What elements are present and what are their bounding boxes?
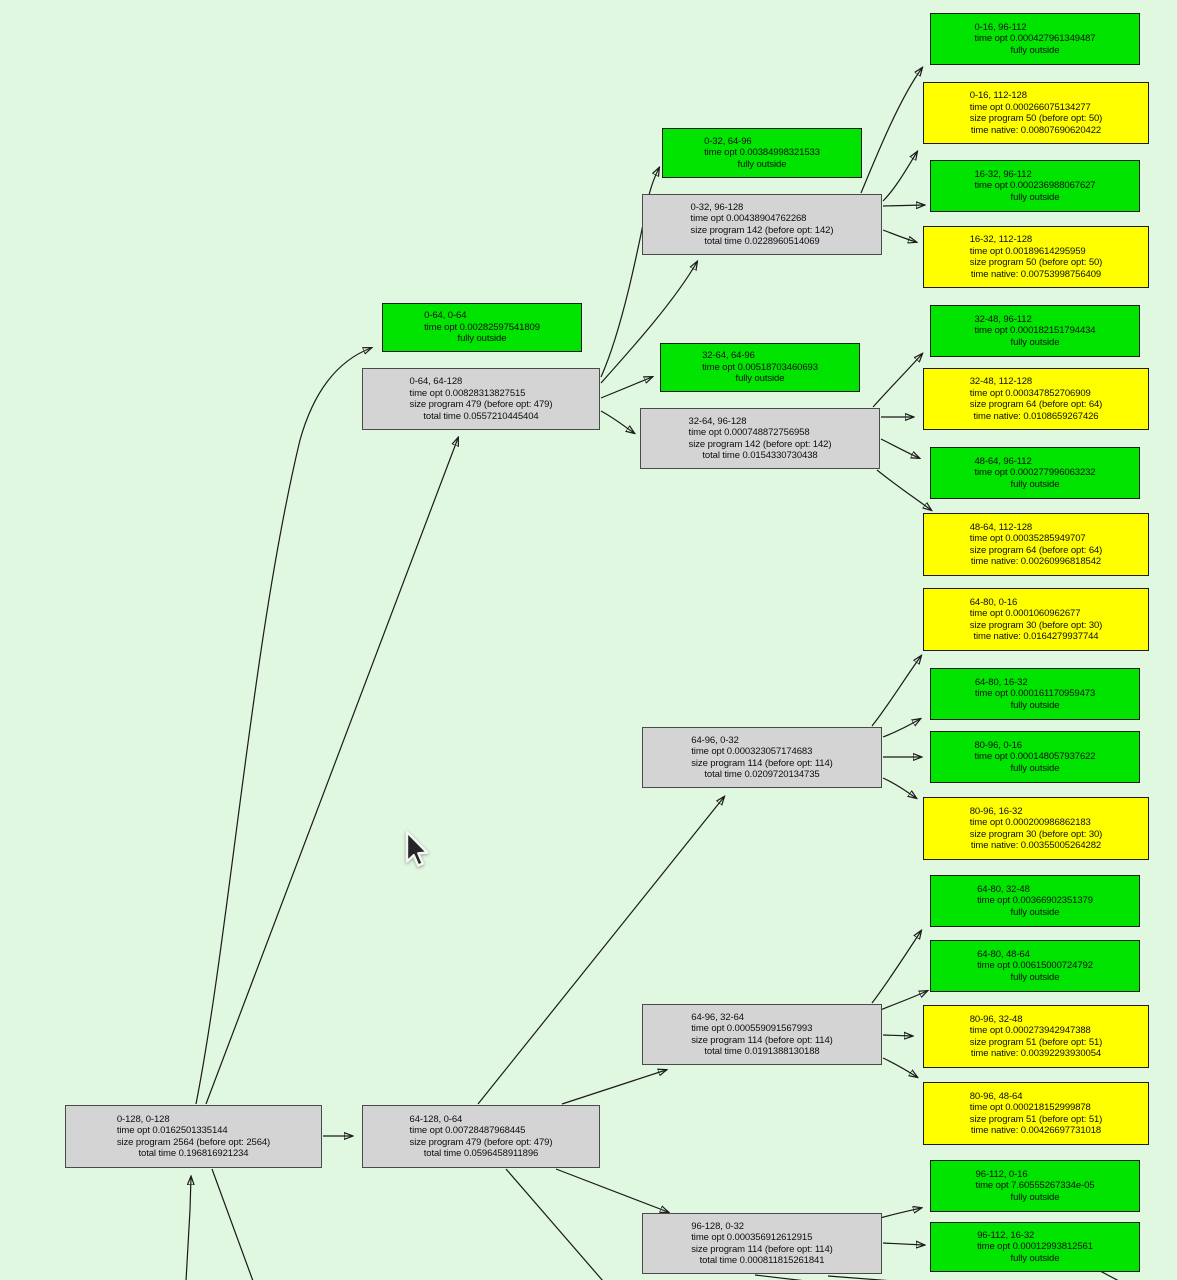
edge-n0-64-64-128-to-n32-64-96-128 (600, 410, 634, 433)
edge-n96-128-0-32-to-n96-112-16-32 (882, 1243, 924, 1245)
edge-n32-64-96-128-to-n48-64-112-128 (876, 469, 931, 510)
edge-root-to-n0-64-0-64 (195, 348, 371, 1105)
edge-n64-96-32-64-to-n64-80-48-64 (879, 991, 927, 1011)
edge-n64-128-0-64-to-n64-96-0-32 (477, 797, 724, 1105)
edge-offscreen-bottom-to-root (185, 1177, 191, 1280)
edge-n64-96-0-32-to-n80-96-16-32 (882, 777, 916, 798)
edge-n0-32-96-128-to-n16-32-112-128 (882, 229, 916, 242)
edge-root-to-offscreen-bottom (211, 1168, 254, 1280)
edge-n64-96-32-64-to-n80-96-32-48 (882, 1035, 912, 1036)
edge-n0-64-64-128-to-n0-32-96-128 (600, 262, 697, 384)
edge-n32-64-96-128-to-n48-64-96-112 (880, 438, 919, 458)
edge-n0-64-64-128-to-n32-64-64-96 (600, 377, 652, 399)
edge-n0-32-96-128-to-n0-16-112-128 (882, 152, 917, 202)
edge-n64-128-0-64-to-offscreen-bottom (505, 1168, 603, 1280)
edge-n0-32-96-128-to-n0-16-96-112 (860, 68, 922, 194)
edge-n0-32-96-128-to-n16-32-96-112 (882, 205, 924, 206)
edge-n96-128-0-32-to-offscreen-bottom (754, 1274, 803, 1280)
edge-n64-96-0-32-to-n64-80-0-16 (871, 656, 921, 727)
mouse-cursor-icon (405, 830, 429, 867)
edge-n64-96-32-64-to-n64-80-32-48 (871, 931, 921, 1004)
edge-n32-64-96-128-to-n32-48-96-112 (872, 354, 922, 408)
edge-root-to-n0-64-64-128 (205, 438, 458, 1105)
edge-n64-96-32-64-to-n80-96-48-64 (882, 1057, 917, 1077)
edge-n64-128-0-64-to-n96-128-0-32 (555, 1168, 668, 1212)
edge-n96-128-0-32-to-offscreen-bottom (827, 1275, 888, 1280)
edge-n64-96-0-32-to-n64-80-16-32 (882, 719, 920, 738)
edge-n64-128-0-64-to-n64-96-32-64 (561, 1070, 666, 1105)
edge-n96-128-0-32-to-n96-112-0-16 (879, 1208, 921, 1219)
